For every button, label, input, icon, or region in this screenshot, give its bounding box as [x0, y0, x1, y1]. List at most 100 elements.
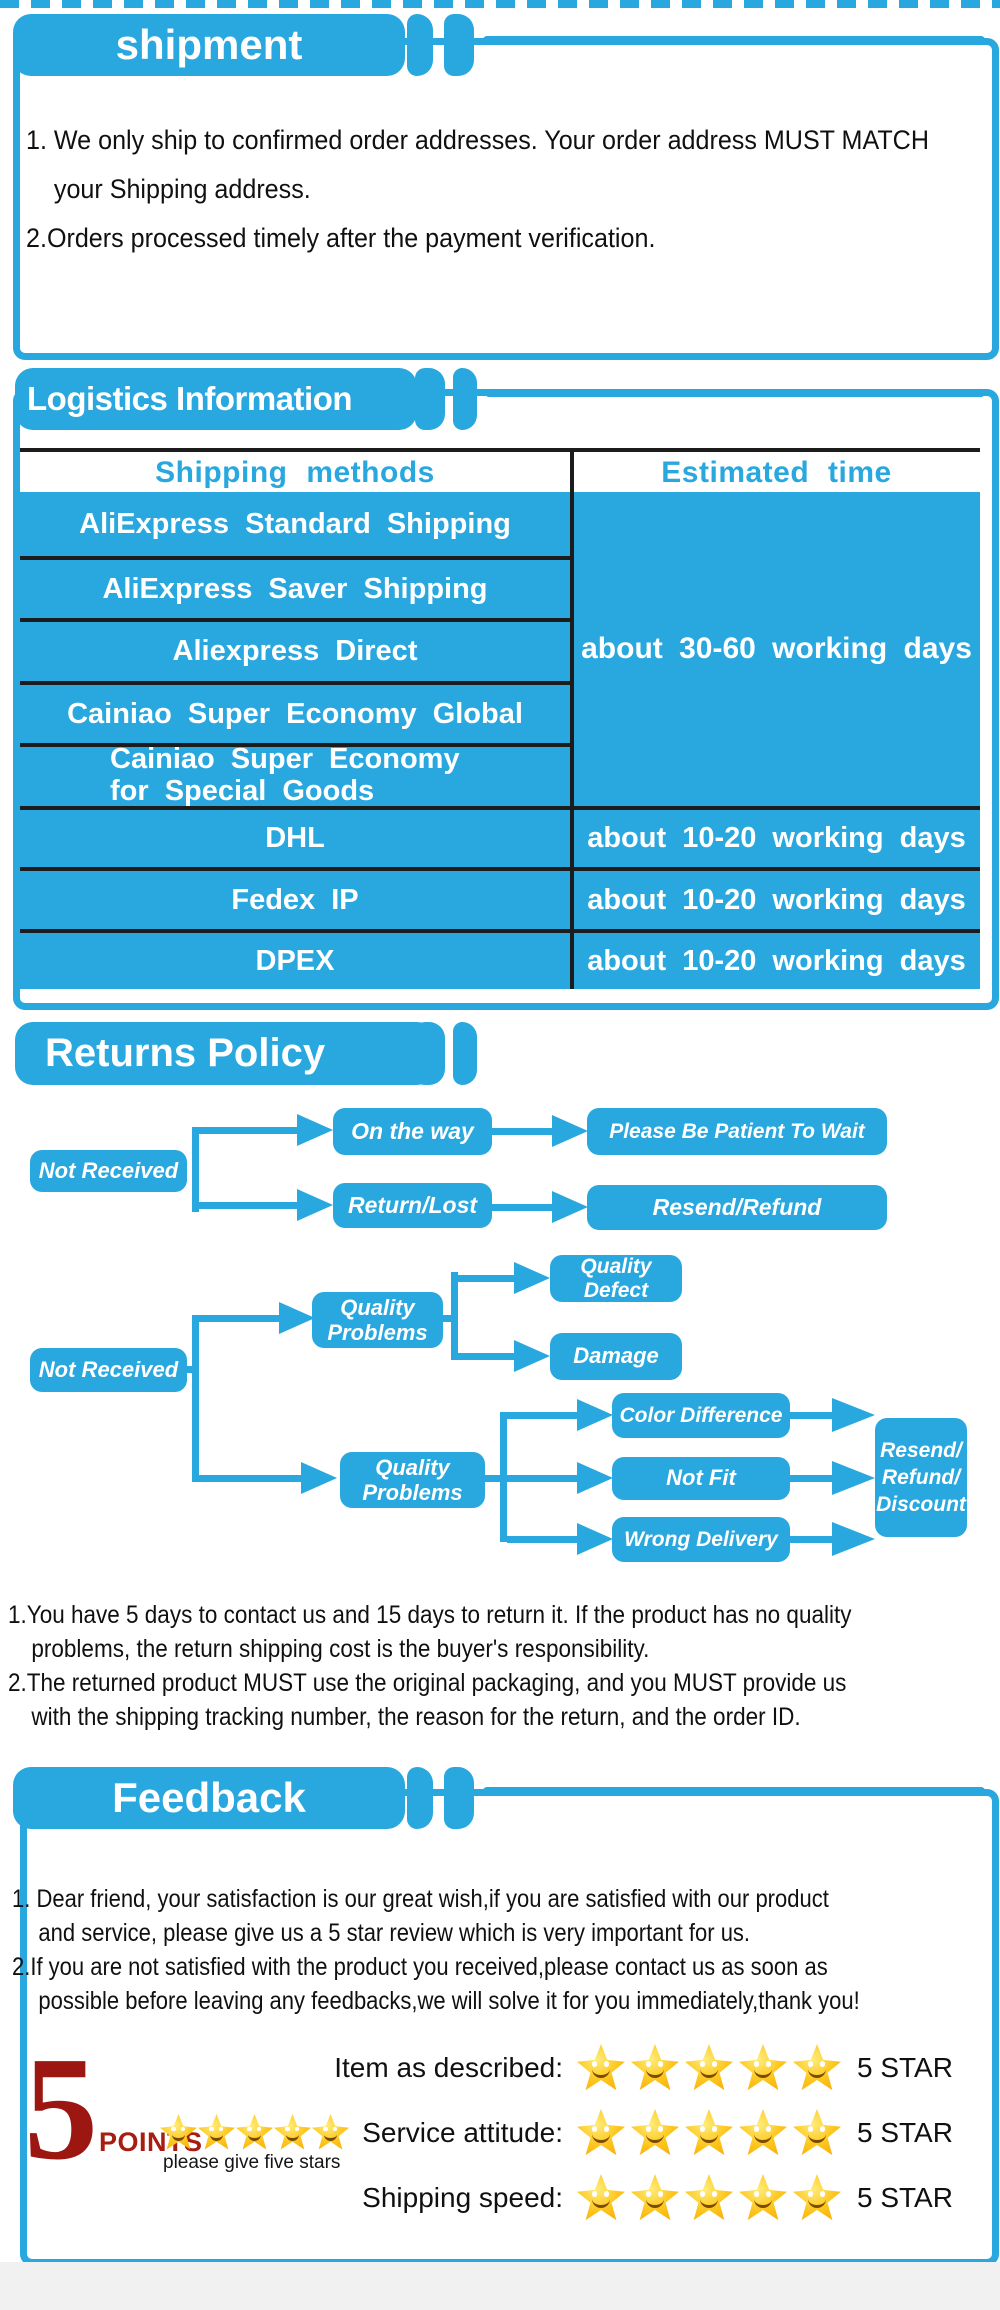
table-body-background	[20, 492, 980, 989]
connector-line	[451, 1272, 458, 1360]
header-ribbon-bar-icon	[415, 368, 445, 430]
connector-line	[492, 1204, 552, 1211]
connector-line	[492, 1128, 552, 1135]
flow-node-not-received: Not Received	[30, 1150, 187, 1192]
connector-line	[443, 1315, 455, 1322]
rating-label: Shipping speed:	[362, 2182, 563, 2213]
table-row-separator	[20, 867, 980, 871]
shipment-note-line: 2.Orders processed timely after the paym…	[26, 223, 656, 253]
feedback-title: Feedback	[112, 1774, 306, 1821]
header-ribbon-bar-icon	[407, 1767, 433, 1829]
connector-line	[187, 1366, 196, 1373]
returns-notes: 1.You have 5 days to contact us and 15 d…	[8, 1598, 851, 1734]
connector-line	[199, 1315, 279, 1322]
logistics-title: Logistics Information	[27, 380, 353, 417]
column-header-shipping-methods: Shipping methods	[155, 456, 435, 489]
star-icon	[739, 2174, 787, 2221]
rating-stars	[577, 2044, 841, 2092]
feedback-notes: 1. Dear friend, your satisfaction is our…	[12, 1882, 860, 2018]
flow-node-not-fit: Not Fit	[612, 1457, 790, 1500]
returns-title: Returns Policy	[45, 1031, 326, 1075]
star-icon	[685, 2044, 733, 2091]
connector-line	[507, 1412, 577, 1419]
table-row-separator	[20, 743, 570, 747]
flow-node-wrong-delivery: Wrong Delivery	[612, 1517, 790, 1562]
table-row: Cainiao Super Economy for Special Goods	[110, 743, 460, 807]
connector-line	[199, 1475, 301, 1482]
flow-arrow-icon	[552, 1191, 588, 1223]
shipment-note-line: your Shipping address.	[53, 174, 311, 204]
logistics-header-pill: Logistics Information	[15, 368, 417, 430]
header-ribbon-bar-icon	[407, 14, 433, 76]
returns-note-line: 2.The returned product MUST use the orig…	[8, 1669, 847, 1697]
returns-header-pill: Returns Policy	[15, 1022, 435, 1085]
rating-stars	[577, 2174, 841, 2222]
table-row: DHL	[265, 822, 325, 854]
rating-value: 5 STAR	[857, 2182, 953, 2213]
rating-label: Service attitude:	[362, 2117, 563, 2148]
flow-node-not-received: Not Received	[30, 1348, 187, 1392]
flow-node-on-the-way: On the way	[333, 1108, 492, 1155]
shipment-note-line: 1. We only ship to confirmed order addre…	[26, 125, 929, 155]
five-points-number: 5	[24, 2027, 98, 2191]
header-ribbon-bar-icon	[444, 14, 474, 76]
five-points-stars	[160, 2114, 349, 2151]
grouped-estimated-time: about 30-60 working days	[581, 632, 972, 665]
flow-arrow-icon	[297, 1189, 333, 1221]
header-ribbon-bar-icon	[444, 1767, 474, 1829]
feedback-note-line: 2.If you are not satisfied with the prod…	[12, 1953, 828, 1981]
rating-label: Item as described:	[334, 2052, 563, 2083]
flow-arrow-icon	[514, 1262, 550, 1294]
star-icon	[631, 2174, 679, 2221]
star-icon	[631, 2044, 679, 2091]
table-row: Aliexpress Direct	[172, 635, 418, 667]
table-row: AliExpress Standard Shipping	[79, 507, 511, 540]
flow-node-return-lost: Return/Lost	[333, 1183, 492, 1228]
feedback-note-line: possible before leaving any feedbacks,we…	[38, 1987, 860, 2015]
returns-note-line: with the shipping tracking number, the r…	[31, 1703, 801, 1731]
connector-line	[192, 1315, 199, 1482]
flow-node-quality-defect: Quality Defect	[550, 1255, 682, 1302]
header-ribbon-bar-icon	[453, 1022, 477, 1085]
shipment-notes: 1. We only ship to confirmed order addre…	[26, 116, 929, 263]
star-icon	[793, 2044, 841, 2091]
star-icon	[685, 2174, 733, 2221]
connector-line	[199, 1202, 297, 1209]
table-row-separator	[20, 556, 570, 560]
connector-line	[500, 1412, 507, 1542]
shipment-header-line	[483, 36, 985, 44]
flow-node-color-difference: Color Difference	[612, 1393, 790, 1438]
feedback-note-line: 1. Dear friend, your satisfaction is our…	[12, 1885, 829, 1913]
logistics-header-line	[485, 389, 985, 397]
rating-stars	[577, 2109, 841, 2157]
table-row: AliExpress Saver Shipping	[102, 572, 488, 605]
table-row-separator	[20, 681, 570, 685]
table-cell-time: about 10-20 working days	[587, 883, 966, 916]
header-ribbon-bar-icon	[415, 1022, 445, 1085]
feedback-header-line	[483, 1787, 985, 1795]
flow-arrow-icon	[832, 1398, 875, 1432]
flow-node-quality-problems: Quality Problems	[312, 1292, 443, 1348]
table-row-separator	[20, 929, 980, 933]
flow-arrow-icon	[577, 1523, 613, 1555]
flow-arrow-icon	[301, 1462, 337, 1494]
flow-node-be-patient: Please Be Patient To Wait	[587, 1108, 887, 1155]
star-icon	[631, 2109, 679, 2156]
flow-arrow-icon	[577, 1462, 613, 1494]
returns-note-line: problems, the return shipping cost is th…	[31, 1635, 650, 1663]
feedback-header-pill: Feedback	[13, 1767, 405, 1829]
connector-line	[458, 1275, 514, 1282]
header-ribbon-bar-icon	[453, 368, 477, 430]
rating-row: Shipping speed: 5 STAR	[0, 2172, 985, 2224]
feedback-note-line: and service, please give us a 5 star rev…	[38, 1919, 751, 1947]
connector-line	[507, 1475, 577, 1482]
flow-arrow-icon	[577, 1399, 613, 1431]
connector-line	[199, 1127, 297, 1134]
connector-line	[458, 1353, 514, 1360]
table-row: Fedex IP	[231, 883, 359, 916]
table-row: DPEX	[255, 944, 335, 977]
shipment-header-pill: shipment	[13, 14, 405, 76]
table-cell-time: about 10-20 working days	[587, 944, 966, 977]
rating-value: 5 STAR	[857, 2052, 953, 2083]
